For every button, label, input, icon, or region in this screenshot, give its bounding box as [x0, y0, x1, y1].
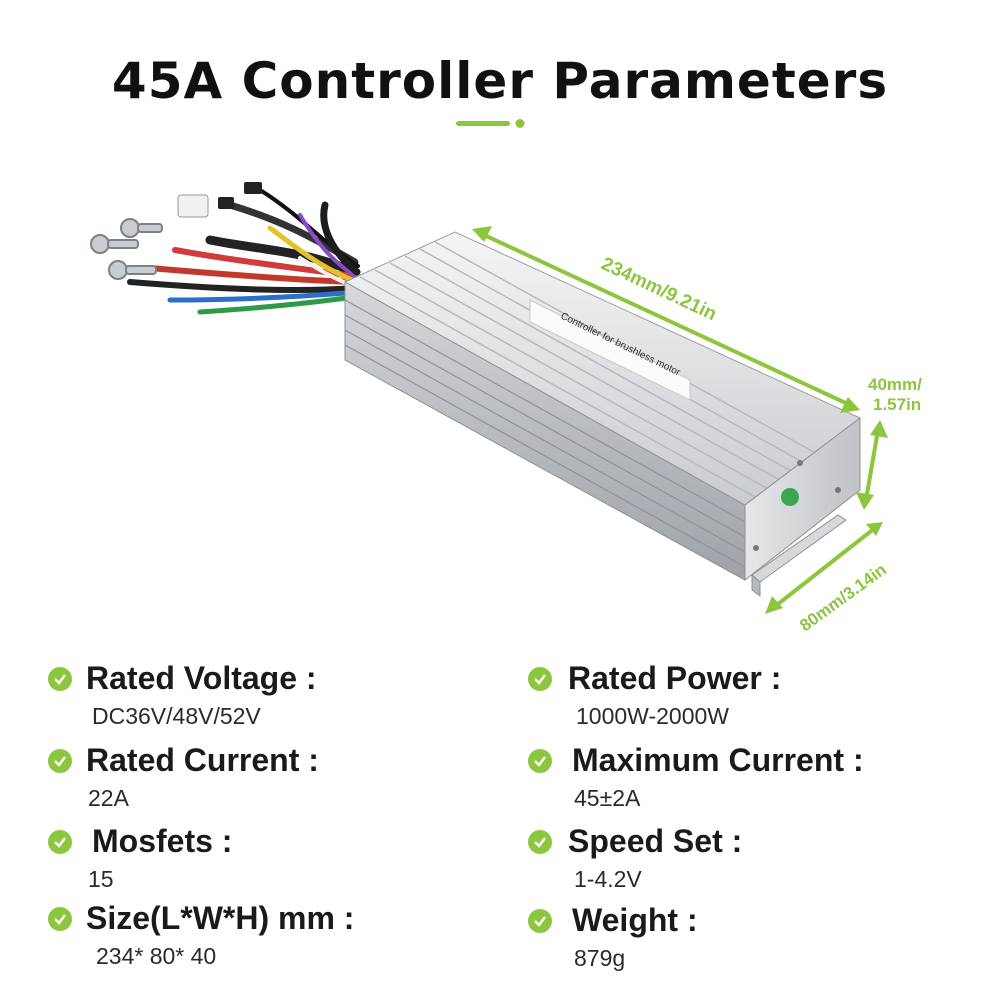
- check-icon: [528, 829, 552, 854]
- width-dimension-label: 80mm/3.14in: [796, 560, 890, 635]
- dimension-arrows: [472, 226, 888, 614]
- spec-mosfets: Mosfets : 15: [48, 823, 232, 893]
- spec-rated-voltage: Rated Voltage : DC36V/48V/52V: [48, 660, 317, 730]
- controller-product-image: Controller for brushless motor 234mm/9.2…: [90, 182, 922, 635]
- height-dimension-label-line1: 40mm/: [868, 375, 922, 394]
- height-dimension-label-line2: 1.57in: [873, 395, 921, 414]
- check-icon: [528, 908, 552, 933]
- check-icon: [48, 906, 72, 931]
- spec-speed-set: Speed Set : 1-4.2V: [528, 823, 742, 893]
- check-icon: [528, 666, 552, 691]
- spec-weight: Weight : 879g: [528, 902, 698, 972]
- rated-current-value: 22A: [88, 785, 129, 811]
- spec-maximum-current: Maximum Current : 45±2A: [528, 742, 864, 812]
- check-icon: [48, 829, 72, 854]
- check-icon: [48, 748, 72, 773]
- spec-rated-current: Rated Current : 22A: [48, 742, 319, 812]
- check-icon: [48, 666, 72, 691]
- page-title: 45A Controller Parameters: [111, 52, 889, 110]
- rated-voltage-label: Rated Voltage :: [86, 660, 317, 696]
- maximum-current-value: 45±2A: [574, 785, 641, 811]
- black-connector: [244, 182, 262, 194]
- speed-set-value: 1-4.2V: [574, 866, 642, 892]
- rated-current-label: Rated Current :: [86, 742, 319, 778]
- rated-power-value: 1000W-2000W: [576, 703, 729, 729]
- ring-terminals: [90, 218, 163, 280]
- spec-rated-power: Rated Power : 1000W-2000W: [528, 660, 781, 730]
- check-icon: [528, 748, 552, 773]
- mosfets-label: Mosfets :: [92, 823, 233, 859]
- wire-bundle: [127, 188, 366, 315]
- mosfets-value: 15: [88, 866, 114, 892]
- maximum-current-label: Maximum Current :: [572, 742, 864, 778]
- title-underline-decoration: [456, 119, 525, 128]
- white-connector: [177, 194, 209, 218]
- weight-value: 879g: [574, 945, 626, 971]
- size-value: 234* 80* 40: [96, 943, 217, 969]
- rated-voltage-value: DC36V/48V/52V: [92, 703, 261, 729]
- rated-power-label: Rated Power :: [568, 660, 782, 696]
- weight-label: Weight :: [572, 902, 698, 938]
- speed-set-label: Speed Set :: [568, 823, 743, 859]
- size-label: Size(L*W*H) mm :: [86, 900, 355, 936]
- spec-size: Size(L*W*H) mm : 234* 80* 40: [48, 900, 354, 970]
- green-indicator: [781, 488, 799, 506]
